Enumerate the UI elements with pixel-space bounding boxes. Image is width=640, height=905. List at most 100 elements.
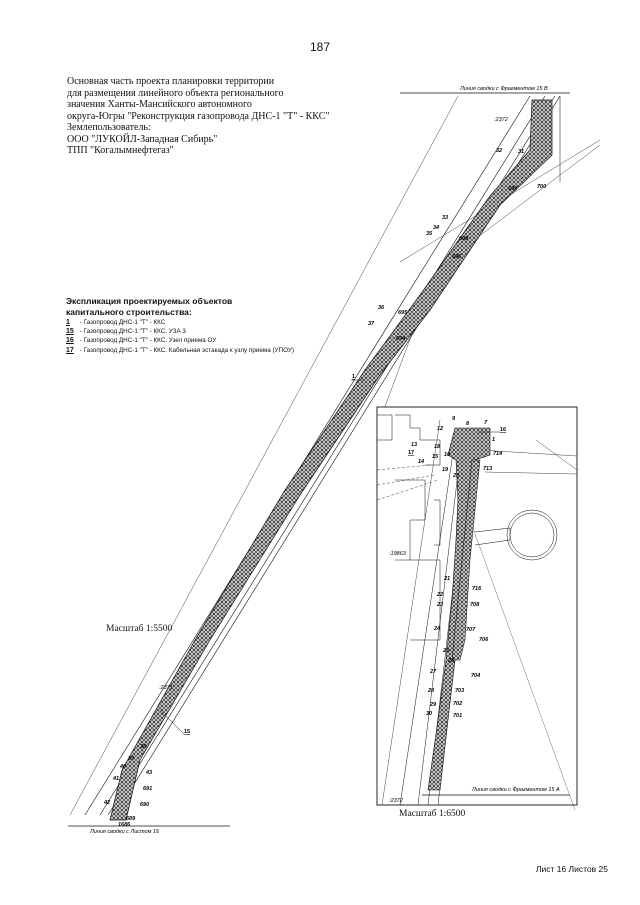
point-label: 1	[492, 437, 495, 443]
point-label: 7	[484, 420, 488, 426]
point-label: 9	[452, 416, 456, 422]
legend-code: 1	[66, 319, 70, 326]
main-scale: Масштаб 1:5500	[106, 624, 173, 634]
point-label: 15	[432, 454, 439, 460]
point-label: 36	[378, 305, 385, 311]
point-label: 34	[433, 225, 439, 231]
pipeline-strip	[109, 99, 553, 821]
object-17-callout: 17	[408, 450, 414, 456]
legend-heading: капитального строительства:	[66, 307, 192, 317]
inset-scale: Масштаб 1:6500	[399, 809, 466, 819]
object-16-callout: 16	[478, 427, 506, 433]
point-label: 694	[396, 336, 405, 342]
legend-text: - Газопровод ДНС-1 "Т" - ККС. УЗА 3	[79, 328, 186, 336]
legend-code: 15	[66, 328, 74, 336]
point-label: 43	[145, 770, 152, 776]
point-label: 31	[518, 149, 524, 155]
point-label: 702	[453, 701, 462, 707]
legend-item: 16 - Газопровод ДНС-1 "Т" - ККС. Узел пр…	[66, 336, 386, 345]
legend-text: - Газопровод ДНС-1 "Т" - ККС	[79, 319, 166, 326]
point-label: 37	[368, 321, 375, 327]
point-label: 38	[140, 744, 147, 750]
point-label: 701	[453, 713, 462, 719]
point-label: 700	[537, 184, 546, 190]
point-label: 690	[140, 802, 149, 808]
point-label: 32	[496, 148, 502, 154]
title-line: ТПП "Когалымнефтегаз"	[67, 145, 174, 156]
parcel-label: :2372	[494, 117, 508, 123]
parcel-label: :2372	[389, 798, 403, 804]
point-label: 14	[418, 459, 424, 465]
point-label: 713	[483, 466, 492, 472]
point-label: 691	[143, 786, 152, 792]
parcel-label: :19863	[389, 551, 407, 557]
object-15-label: 15	[184, 729, 190, 735]
legend-code: 16	[66, 337, 74, 345]
legend-item: 15 - Газопровод ДНС-1 "Т" - ККС. УЗА 3	[66, 327, 386, 336]
point-label: 1686	[118, 822, 131, 828]
match-line-bottom-left: Линия сводки с Листом 15	[68, 825, 230, 835]
point-label: 35	[426, 231, 433, 237]
point-label: 706	[479, 637, 489, 643]
point-label: 16	[444, 452, 451, 458]
point-label: 714	[493, 451, 502, 457]
point-label: 20	[452, 473, 459, 479]
point-label: 25	[442, 648, 450, 654]
point-label: 27	[429, 669, 437, 675]
legend-text: - Газопровод ДНС-1 "Т" - ККС. Узел прием…	[79, 337, 217, 345]
title-line: для размещения линейного объекта региона…	[67, 87, 284, 99]
object-1-label: 1	[352, 374, 355, 380]
point-label: 28	[427, 688, 435, 694]
object-15-callout: 15	[159, 709, 190, 735]
title-line: значения Ханты-Мансийского автономного	[67, 99, 252, 110]
match-line-inset-label: Линия сводки с Фрагментом 15 А	[471, 787, 560, 793]
point-label: 704	[471, 673, 480, 679]
point-label: 8	[466, 421, 470, 427]
point-label: 42	[103, 800, 110, 806]
parcel-label: :2371	[159, 685, 173, 691]
match-line-inset: Линия сводки с Фрагментом 15 А	[422, 787, 570, 796]
page-number: 187	[309, 40, 331, 54]
match-line-top-label: Линия сводки с Фрагментом 15 В	[459, 86, 548, 92]
point-label: 716	[472, 586, 482, 592]
main-map-labels: :2372 :2371 1 15 32 31 699 700 33 34 35 …	[103, 117, 546, 828]
point-label: 18	[434, 444, 441, 450]
point-label: 703	[455, 688, 464, 694]
point-label: 33	[442, 215, 448, 221]
title-line: округа-Югры "Реконструкция газопровода Д…	[67, 110, 330, 122]
legend-code: 17	[66, 346, 74, 354]
match-line-bottom-left-label: Линия сводки с Листом 15	[89, 829, 160, 835]
point-label: 22	[436, 592, 443, 598]
point-label: 708	[470, 602, 480, 608]
point-label: 41	[112, 776, 119, 782]
point-label: 12	[437, 426, 443, 432]
legend: Экспликация проектируемых объектов капит…	[66, 296, 386, 355]
point-label: 13	[411, 442, 417, 448]
object-1-callout: 1	[351, 374, 365, 381]
point-label: 695	[398, 310, 408, 316]
legend-item: 17 - Газопровод ДНС-1 "Т" - ККС. Кабельн…	[66, 346, 386, 355]
title-line: ООО "ЛУКОЙЛ-Западная Сибирь"	[67, 133, 218, 145]
object-17-label: 17	[408, 450, 414, 456]
point-label: 21	[443, 576, 450, 582]
point-label: 696	[452, 254, 462, 260]
legend-item: 1 - Газопровод ДНС-1 "Т" - ККС	[66, 318, 386, 327]
point-label: 19	[442, 467, 449, 473]
object-16-label: 16	[500, 427, 506, 433]
title-line: Землепользователь:	[67, 122, 151, 133]
point-label: 26	[447, 658, 455, 664]
sheet-label: Лист 16 Листов 25	[535, 864, 608, 874]
match-line-top: Линия сводки с Фрагментом 15 В	[400, 86, 570, 94]
title-block: Основная часть проекта планировки террит…	[67, 76, 367, 157]
point-label: 39	[128, 756, 135, 762]
point-label: 40	[119, 764, 126, 770]
point-label: 699	[508, 186, 518, 192]
point-label: 29	[429, 702, 437, 708]
point-label: 24	[433, 626, 440, 632]
legend-text: - Газопровод ДНС-1 "Т" - ККС. Кабельная …	[79, 346, 294, 354]
point-label: 707	[466, 627, 476, 633]
point-label: 30	[426, 711, 432, 717]
inset-map: :19863 :2372 16 17 9 8 7 1 714 12 13 14 …	[376, 406, 578, 811]
point-label: 689	[126, 816, 136, 822]
